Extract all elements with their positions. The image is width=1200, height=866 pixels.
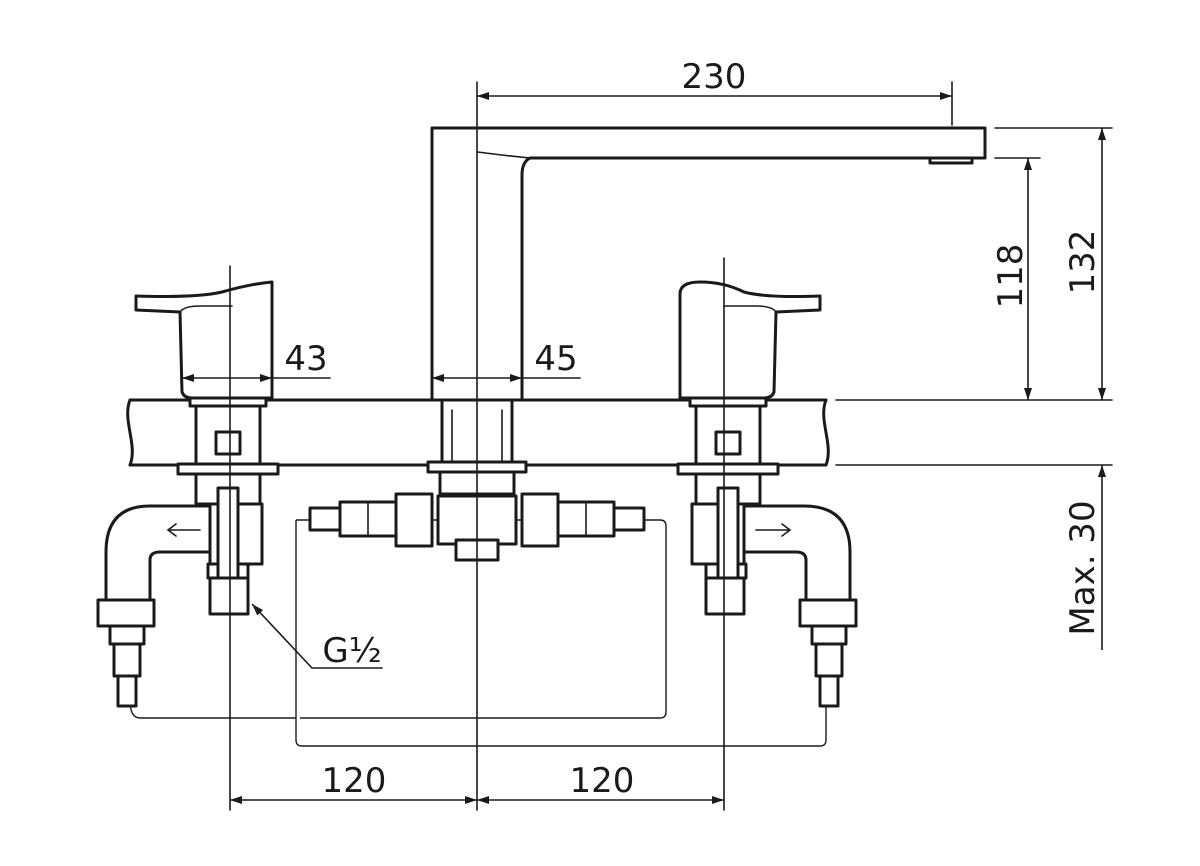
center-lines <box>229 81 725 811</box>
dim-230-label: 230 <box>682 57 747 97</box>
dim-132-label: 132 <box>1063 230 1103 295</box>
dimension-lines <box>182 81 1113 804</box>
dim-118-label: 118 <box>991 244 1031 309</box>
dim-max-30-label: Max. 30 <box>1063 500 1103 635</box>
dim-43-label: 43 <box>284 339 327 379</box>
right-handle-valve <box>676 280 858 708</box>
center-mixer-body <box>308 492 646 562</box>
left-handle-valve <box>96 280 280 708</box>
dim-45-label: 45 <box>534 339 577 379</box>
thread-g-half-label: G½ <box>322 631 381 671</box>
countertop-section <box>126 398 1113 467</box>
dimension-labels: 230 118 132 43 45 G½ Max. 30 120 120 <box>284 57 1103 801</box>
dim-left-120-label: 120 <box>322 761 387 801</box>
dim-right-120-label: 120 <box>570 761 635 801</box>
